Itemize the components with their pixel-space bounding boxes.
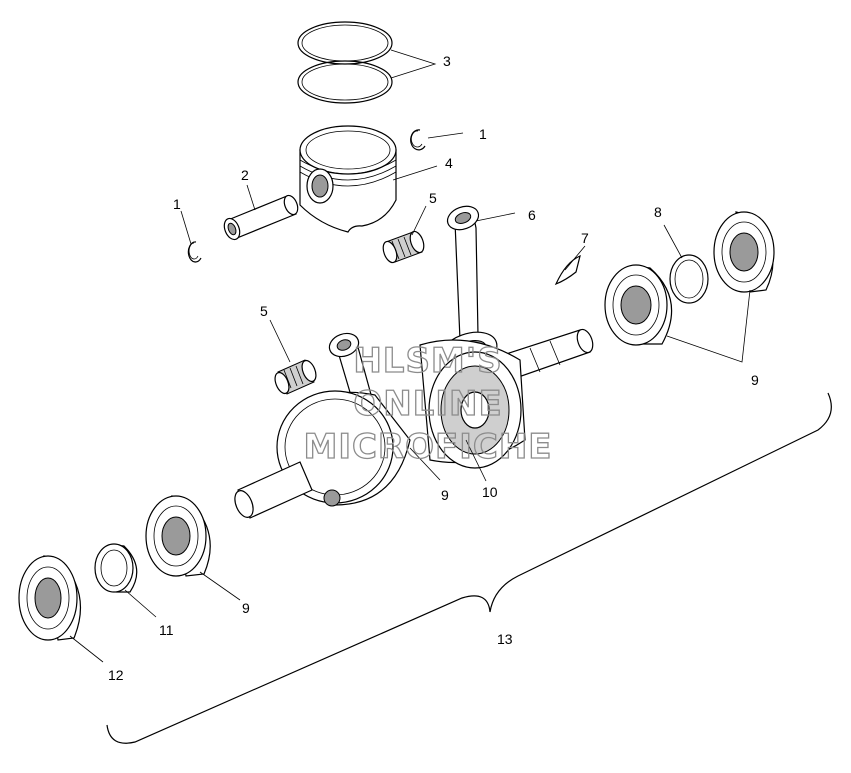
wrist-pin: [223, 194, 299, 241]
callout-3: 3: [443, 53, 451, 69]
needle-bearing-lower: [274, 359, 317, 395]
spacer-ring-11: [94, 543, 138, 593]
callout-5-lower: 5: [260, 303, 268, 319]
callout-5-upper: 5: [429, 190, 437, 206]
main-bearing-right-inner: [604, 264, 673, 346]
callouts: 1 1 2 3 4 5 5 6 7 8 9 9 9 10 11 12 13: [108, 53, 759, 683]
circlip-right: [410, 129, 426, 151]
watermark-line-1: HLSM'S: [353, 341, 502, 381]
main-bearing-left: [145, 495, 211, 577]
leader-lines: [69, 49, 751, 663]
piston: [299, 125, 397, 233]
watermark-line-2: ONLINE: [353, 384, 502, 424]
watermark-line-3: MICROFICHE: [303, 427, 552, 467]
outer-bearing-12: [18, 555, 81, 641]
circlip-left: [187, 241, 202, 263]
crankshaft-assembly: [419, 339, 526, 469]
callout-1-right: 1: [479, 126, 487, 142]
crankshaft-taper-left: [234, 461, 313, 519]
piston-ring-lower: [297, 60, 393, 104]
callout-6: 6: [528, 207, 536, 223]
woodruff-key: [554, 254, 581, 286]
callout-7: 7: [581, 230, 589, 246]
callout-9-right: 9: [751, 372, 759, 388]
callout-2: 2: [241, 167, 249, 183]
callout-9-center: 9: [441, 487, 449, 503]
assembly-bracket: [106, 392, 832, 744]
callout-9-left: 9: [242, 600, 250, 616]
main-bearing-right-outer: [713, 211, 775, 293]
callout-8: 8: [654, 204, 662, 220]
callout-13: 13: [497, 631, 513, 647]
callout-1-left: 1: [173, 196, 181, 212]
needle-bearing-upper: [382, 230, 425, 264]
piston-ring-upper: [297, 21, 393, 65]
watermark: HLSM'S ONLINE MICROFICHE: [303, 340, 552, 467]
callout-4: 4: [445, 155, 453, 171]
shim-ring-8: [669, 254, 709, 304]
callout-11: 11: [159, 622, 174, 638]
callout-12: 12: [108, 667, 124, 683]
callout-10: 10: [482, 484, 498, 500]
